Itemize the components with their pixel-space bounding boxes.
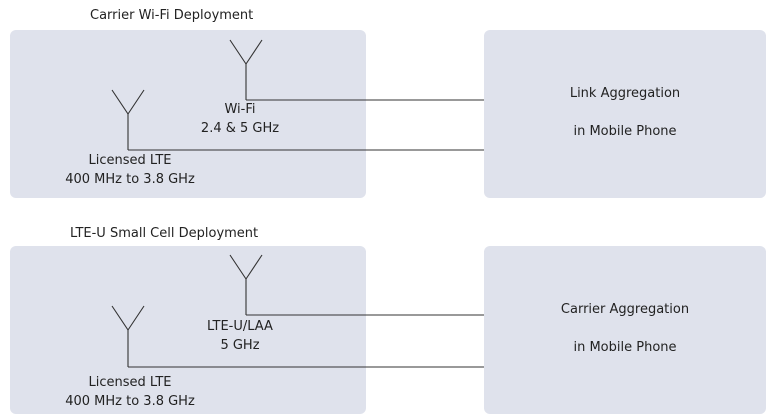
wifi-antenna-label: Wi-Fi 2.4 & 5 GHz bbox=[175, 100, 305, 138]
wifi-antenna-icon bbox=[229, 39, 263, 100]
phone-label-line2-2: in Mobile Phone bbox=[573, 340, 677, 355]
phone-panel-carrier-aggregation bbox=[484, 246, 766, 414]
lte-antenna-name-2: Licensed LTE bbox=[88, 375, 172, 390]
phone-label-link-aggregation: Link Aggregation in Mobile Phone bbox=[484, 84, 766, 141]
section-title-carrier-wifi: Carrier Wi-Fi Deployment bbox=[90, 8, 254, 23]
phone-label-line2: in Mobile Phone bbox=[573, 124, 677, 139]
deployment-panel-carrier-wifi bbox=[10, 30, 366, 198]
phone-label-line1-2: Carrier Aggregation bbox=[560, 302, 690, 317]
phone-panel-link-aggregation bbox=[484, 30, 766, 198]
lte-u-antenna-label: LTE-U/LAA 5 GHz bbox=[175, 317, 305, 355]
lte-antenna-label-1: Licensed LTE 400 MHz to 3.8 GHz bbox=[40, 151, 220, 189]
phone-label-carrier-aggregation: Carrier Aggregation in Mobile Phone bbox=[484, 300, 766, 357]
wifi-antenna-name: Wi-Fi bbox=[224, 102, 256, 117]
section-title-lte-u: LTE-U Small Cell Deployment bbox=[70, 226, 259, 241]
lte-antenna-name-1: Licensed LTE bbox=[88, 153, 172, 168]
lte-antenna-label-2: Licensed LTE 400 MHz to 3.8 GHz bbox=[40, 373, 220, 411]
lte-antenna-icon-2 bbox=[111, 305, 145, 367]
wifi-antenna-band: 2.4 & 5 GHz bbox=[200, 121, 280, 136]
lte-antenna-band-2: 400 MHz to 3.8 GHz bbox=[65, 394, 195, 409]
lte-u-antenna-icon bbox=[229, 254, 263, 315]
lte-antenna-icon-1 bbox=[111, 89, 145, 150]
lte-antenna-band-1: 400 MHz to 3.8 GHz bbox=[65, 172, 195, 187]
deployment-panel-lte-u bbox=[10, 246, 366, 414]
lte-u-antenna-name: LTE-U/LAA bbox=[207, 319, 273, 334]
phone-label-line1: Link Aggregation bbox=[569, 86, 681, 101]
lte-u-antenna-band: 5 GHz bbox=[220, 338, 260, 353]
